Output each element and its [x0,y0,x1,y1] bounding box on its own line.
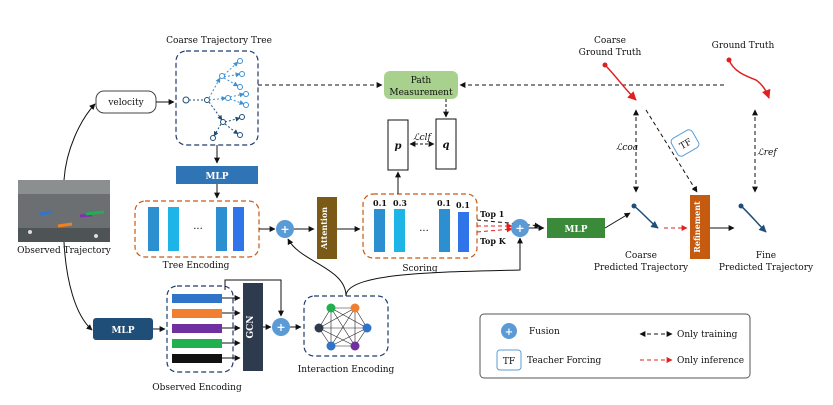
l-coa-label: ℒcoa [616,143,638,153]
fusion-node-3-plus: + [276,321,285,334]
top1-label: Top 1 [480,209,504,219]
arrow-image-to-mlp [63,241,93,331]
scoring-ellipsis: ··· [419,226,429,237]
p-label: p [395,141,402,152]
arrow-image-to-velocity [63,103,96,181]
p-box: p [387,119,409,171]
fusion-node-3: + [272,318,290,336]
coarse-pred-line2: Predicted Trajectory [594,263,689,273]
mlp-tree-block: MLP [176,166,258,184]
legend-tf-icon: TF [496,349,522,371]
legend-fusion-label: Fusion [529,327,560,337]
fine-pred-line2: Predicted Trajectory [719,263,814,273]
attention-block: Attention [317,197,337,259]
mlp-observed-label: MLP [111,326,134,336]
scoring-label: Scoring [402,264,438,274]
score-value-1: 0.1 [373,198,387,208]
path-measurement-block: Path Measurement [384,71,458,99]
observed-trajectory-image [18,180,110,242]
tf-badge: TF [670,129,700,157]
mlp-final-block: MLP [547,218,605,238]
velocity-box: velocity [95,90,157,114]
arrow-obs-enc-skip [224,279,284,317]
gcn-block: GCN [243,283,263,371]
coarse-gt-line2: Ground Truth [579,48,642,58]
legend-only-training-label: Only training [677,330,738,340]
score-value-3: 0.1 [437,198,451,208]
legend-fusion-plus: + [505,327,513,338]
path-measurement-line1: Path [411,76,432,86]
refinement-block: Refinement [690,195,710,259]
coarse-tree-title: Coarse Trajectory Tree [166,36,272,46]
tree-encoding-box: ··· [134,200,260,258]
observed-encoding-box [166,285,234,373]
refinement-label: Refinement [692,201,702,253]
arrow-topk-infer [476,226,513,233]
coarse-gt-line1: Coarse [594,36,626,46]
coarse-ground-truth-trajectory [602,62,637,101]
arrow-interaction-to-fusion2 [345,237,523,297]
fine-pred-line1: Fine [756,251,776,261]
topk-label: Top K [480,236,507,246]
fusion-node-1: + [276,220,294,238]
mlp-final-label: MLP [564,225,587,235]
fusion-node-2-plus: + [515,222,524,235]
score-value-4: 0.1 [456,200,470,210]
fusion-node-1-plus: + [280,223,289,236]
scoring-box: 0.1 0.3 0.1 0.1 ··· [362,193,478,259]
tree-encoding-label: Tree Encoding [163,261,230,271]
coarse-predicted-trajectory [631,203,659,229]
coarse-pred-line1: Coarse [625,251,657,261]
l-clf-label: ℒclf [413,133,432,143]
attention-label: Attention [319,207,329,250]
q-box: q [435,118,457,170]
l-ref-label: ℒref [757,148,778,158]
q-label: q [443,140,450,151]
tree-encoding-ellipsis: ··· [193,224,203,235]
velocity-label: velocity [107,98,144,108]
fine-predicted-trajectory [738,203,767,233]
mlp-observed-block: MLP [93,318,153,340]
coarse-trajectory-tree [175,50,259,146]
arrow-teacher-forcing [645,109,698,193]
mlp-tree-label: MLP [205,172,228,182]
observed-encoding-label: Observed Encoding [152,383,242,393]
legend-teacher-forcing-label: Teacher Forcing [527,356,602,366]
interaction-encoding-label: Interaction Encoding [298,365,395,375]
ground-truth-trajectory [726,57,771,99]
arrow-interaction-to-fusion1 [287,238,347,297]
legend-only-inference-label: Only inference [677,356,744,366]
path-measurement-line2: Measurement [389,88,453,98]
gcn-label: GCN [246,315,256,338]
ground-truth-label: Ground Truth [712,41,775,51]
interaction-encoding-box [303,295,389,357]
score-value-2: 0.3 [393,198,407,208]
legend-tf-text: TF [503,357,515,367]
fusion-node-2: + [511,219,529,237]
legend-fusion-icon: + [501,323,517,339]
arrow-mlp-to-coarse-pred [604,212,631,229]
arrow-top1-train [476,219,541,229]
legend: + Fusion TF Teacher Forcing Only trainin… [479,313,751,379]
